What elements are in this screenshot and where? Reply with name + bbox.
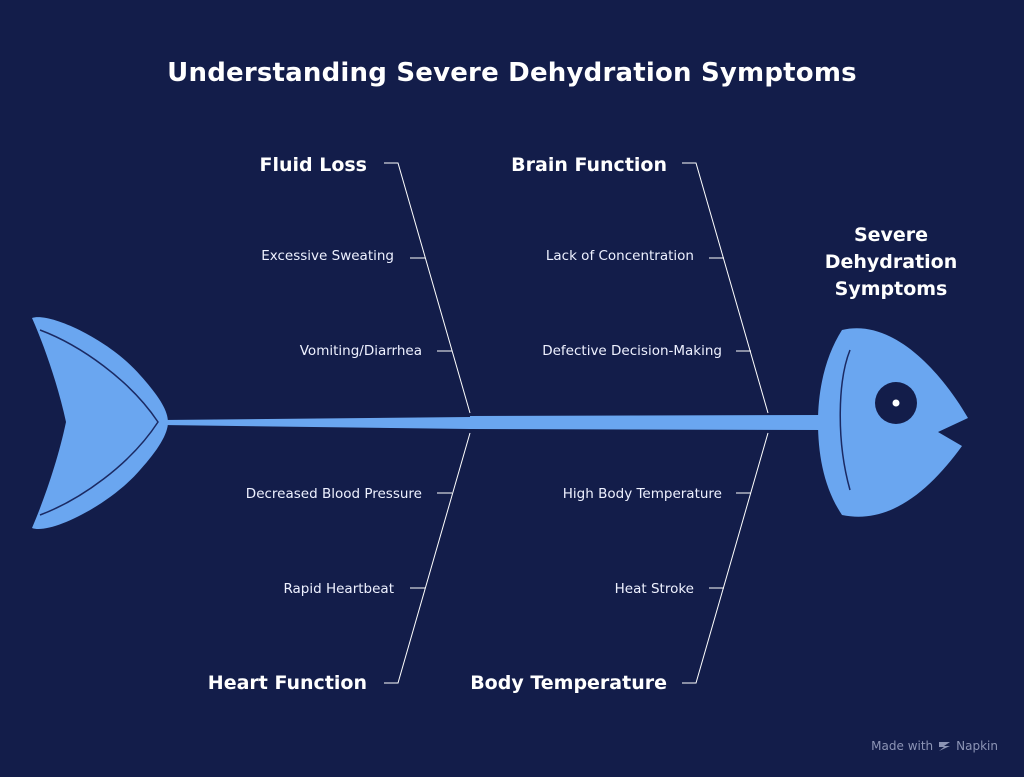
- fish-spine: [162, 415, 826, 430]
- effect-label-line: Dehydration: [824, 251, 958, 273]
- bone-heart-function: [384, 432, 471, 684]
- effect-label-line: Symptoms: [834, 278, 948, 300]
- effect-label-line: Severe: [853, 224, 929, 246]
- cause-lack-of-concentration: Lack of Concentration: [545, 248, 694, 264]
- bone-body-temperature: [682, 432, 769, 684]
- category-brain-function: Brain Function: [511, 154, 667, 176]
- fish-tail: [32, 317, 168, 530]
- fish-tail-line: [39, 329, 159, 516]
- napkin-logo-icon: [939, 741, 951, 751]
- footer-brand: Napkin: [956, 739, 998, 753]
- cause-heat-stroke: Heat Stroke: [614, 581, 694, 597]
- cause-excessive-sweating: Excessive Sweating: [261, 248, 394, 264]
- cause-high-body-temperature: High Body Temperature: [562, 486, 722, 502]
- bone-fluid-loss: [384, 162, 471, 414]
- cause-vomiting-diarrhea: Vomiting/Diarrhea: [299, 343, 422, 359]
- cause-rapid-heartbeat: Rapid Heartbeat: [283, 581, 394, 597]
- diagram-title: Understanding Severe Dehydration Symptom…: [167, 58, 857, 88]
- cause-defective-decision-making: Defective Decision-Making: [542, 343, 722, 359]
- effect-label: Severe Dehydration Symptoms: [800, 222, 982, 303]
- category-fluid-loss: Fluid Loss: [259, 154, 367, 176]
- fish-eye-pupil: [892, 399, 900, 407]
- cause-decreased-blood-pressure: Decreased Blood Pressure: [245, 486, 422, 502]
- category-body-temperature: Body Temperature: [470, 672, 667, 694]
- category-heart-function: Heart Function: [207, 672, 367, 694]
- footer-prefix: Made with: [871, 739, 934, 753]
- made-with-napkin[interactable]: Made with Napkin: [871, 739, 998, 753]
- bone-brain-function: [682, 162, 769, 414]
- fish-gill-line: [839, 349, 851, 491]
